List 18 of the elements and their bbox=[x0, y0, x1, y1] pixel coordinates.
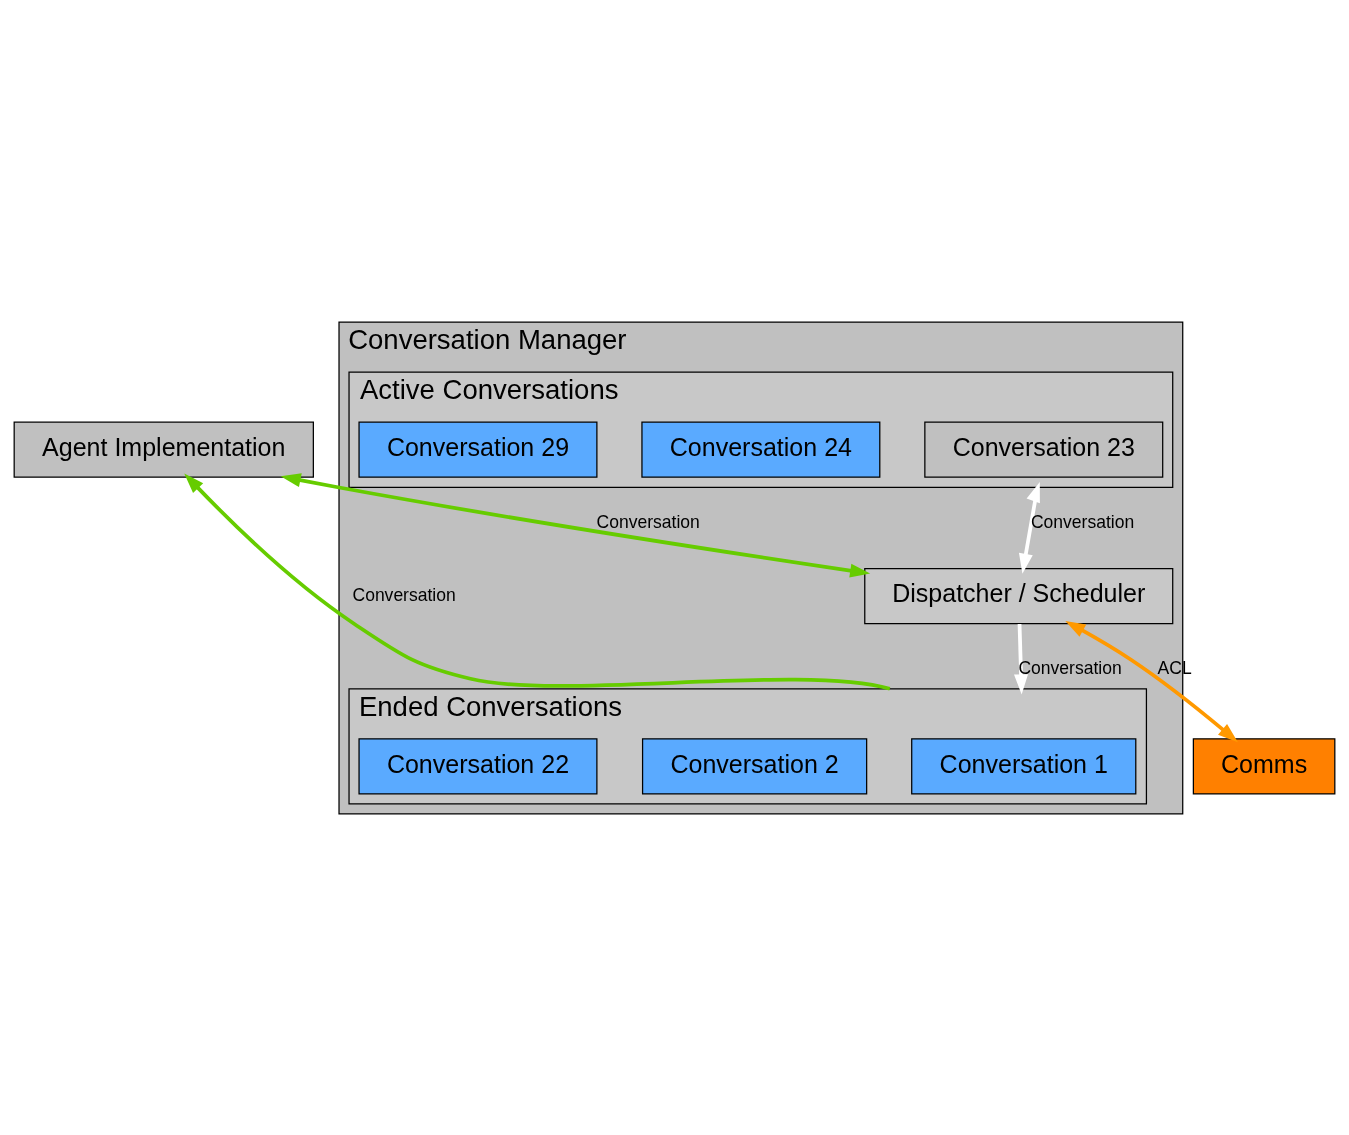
edge-label: Conversation bbox=[1030, 511, 1135, 532]
node-box: Conversation 22 bbox=[358, 737, 598, 795]
node-box: Conversation 29 bbox=[358, 421, 598, 478]
node-box: Comms bbox=[1192, 737, 1336, 795]
node-box: Conversation 2 bbox=[641, 737, 868, 795]
node-box: Agent Implementation bbox=[13, 421, 314, 478]
edge-label: Conversation bbox=[1018, 657, 1122, 678]
node-box: Conversation 23 bbox=[924, 421, 1164, 478]
node-box: Conversation 24 bbox=[641, 421, 881, 478]
arrow bbox=[1014, 623, 1029, 694]
node-box: Dispatcher / Scheduler bbox=[864, 567, 1174, 624]
arrow bbox=[1018, 481, 1040, 574]
node-box: Conversation 1 bbox=[911, 737, 1137, 795]
arrow bbox=[1065, 620, 1238, 742]
edge-label: Conversation bbox=[596, 511, 700, 532]
arrow bbox=[280, 472, 871, 578]
arrow bbox=[184, 473, 891, 691]
edge-label: Conversation bbox=[352, 584, 456, 605]
